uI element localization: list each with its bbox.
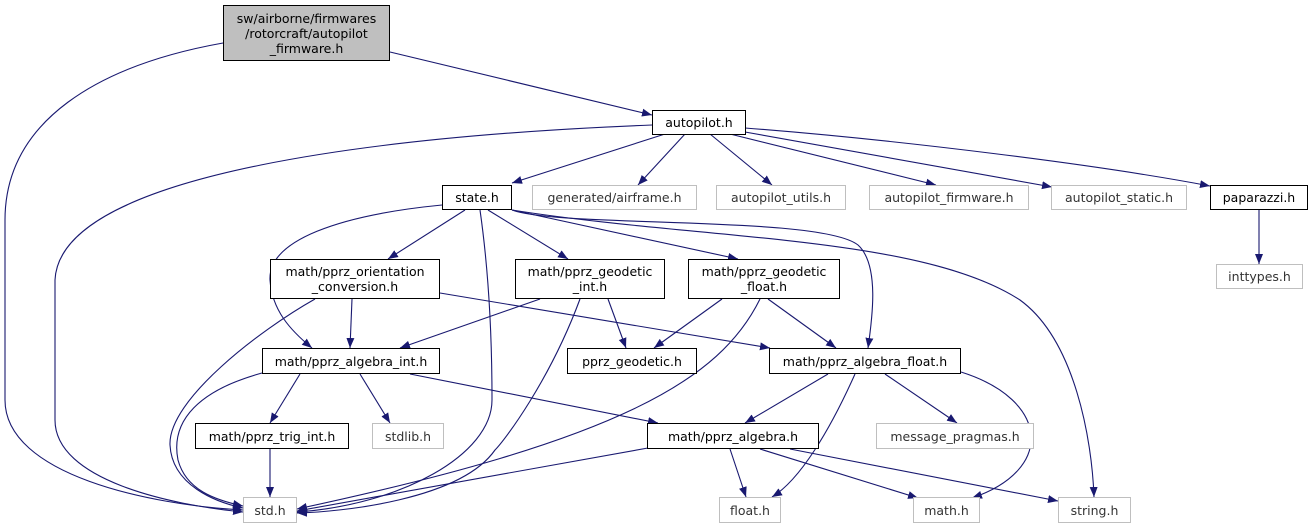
edge-state-to-geodetic_float [511,209,739,261]
node-paparazzi[interactable]: paparazzi.h [1210,185,1308,210]
edge-state-to-string [511,209,1098,498]
edge-orientation_conversion-to-algebra_int [346,298,355,349]
edge-root-to-autopilot [389,51,653,117]
node-algebra[interactable]: math/pprz_algebra.h [647,423,819,449]
node-geodetic-int[interactable]: math/pprz_geodetic _int.h [515,259,665,299]
edge-orientation_conversion-to-std [169,298,316,510]
edge-autopilot-to-autopilot_firmware [729,133,937,187]
edge-state-to-orientation_conversion [387,209,466,260]
edge-algebra_float-to-algebra [744,373,829,424]
node-inttypes: inttypes.h [1216,264,1303,289]
edge-algebra-to-string [789,448,1059,504]
node-pprz-geodetic[interactable]: pprz_geodetic.h [567,348,697,374]
edge-geodetic_int-to-algebra_int [399,298,541,349]
edge-autopilot-to-generated_airframe [637,133,686,186]
node-autopilot-utils: autopilot_utils.h [716,185,846,210]
edge-root-to-std [4,42,244,514]
node-autopilot[interactable]: autopilot.h [652,110,746,135]
node-stdlib: stdlib.h [372,423,444,449]
node-trig-int[interactable]: math/pprz_trig_int.h [195,423,349,449]
edge-autopilot-to-autopilot_utils [709,133,773,186]
node-std: std.h [243,497,297,523]
edge-geodetic_float-to-pprz_geodetic [653,298,723,349]
node-state[interactable]: state.h [442,185,512,210]
edge-geodetic_float-to-algebra_float [767,298,837,349]
edge-algebra-to-math [759,448,919,499]
edge-algebra_int-to-stdlib [359,373,391,424]
edge-autopilot-to-state [511,133,666,184]
edge-state-to-geodetic_int [487,209,569,260]
node-generated-airframe: generated/airframe.h [532,185,697,210]
node-algebra-float[interactable]: math/pprz_algebra_float.h [769,348,961,374]
node-string: string.h [1058,497,1131,523]
node-message-pragmas: message_pragmas.h [876,423,1034,449]
edge-algebra-to-float [729,448,747,498]
node-autopilot-static: autopilot_static.h [1051,185,1187,210]
edge-autopilot-to-std [54,124,653,516]
edge-algebra_float-to-message_pragmas [884,373,958,424]
node-root-autopilot-firmware[interactable]: sw/airborne/firmwares /rotorcraft/autopi… [223,5,390,61]
edge-geodetic_int-to-std [296,298,581,517]
edge-algebra_int-to-trig_int [269,373,301,424]
edge-autopilot-to-paparazzi [744,127,1211,189]
edge-algebra-to-std [296,447,649,514]
node-geodetic-float[interactable]: math/pprz_geodetic _float.h [688,259,840,299]
edge-autopilot-to-autopilot_static [744,131,1053,190]
edge-algebra_float-to-float [771,373,856,498]
node-algebra-int[interactable]: math/pprz_algebra_int.h [262,348,440,374]
node-orientation-conversion[interactable]: math/pprz_orientation _conversion.h [270,259,440,299]
node-autopilot-firmware: autopilot_firmware.h [869,185,1029,210]
node-math: math.h [913,497,980,523]
edge-algebra_int-to-algebra [409,373,659,425]
edge-orientation_conversion-to-algebra_float [439,292,771,351]
edge-algebra_int-to-std [176,372,263,508]
node-float: float.h [719,497,781,523]
edge-geodetic_int-to-pprz_geodetic [607,298,627,349]
edge-geodetic_float-to-std [296,298,761,511]
